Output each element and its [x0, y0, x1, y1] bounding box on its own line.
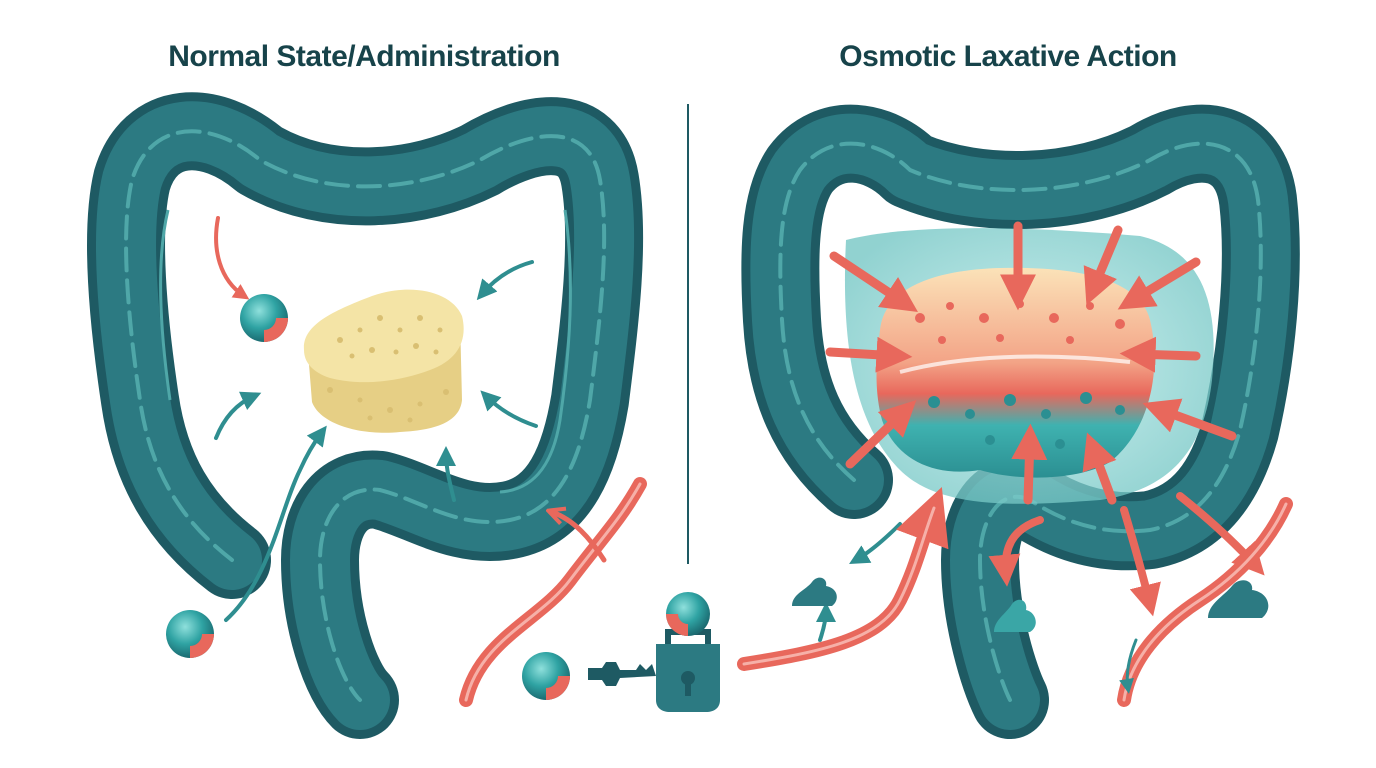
blood-vessel — [459, 477, 647, 707]
left-panel-title: Normal State/Administration — [168, 40, 560, 73]
left-colon — [87, 92, 644, 739]
molecule-icon — [522, 652, 570, 700]
key-icon — [588, 662, 656, 686]
molecule-icon — [240, 294, 288, 342]
right-panel-title: Osmotic Laxative Action — [839, 40, 1177, 73]
molecule-icon — [666, 592, 710, 636]
molecule-icon — [166, 610, 214, 658]
sponge-icon — [303, 289, 464, 433]
sponge-icon — [876, 267, 1155, 478]
water-influx-arrows — [825, 221, 1237, 505]
stool-icon — [792, 577, 837, 606]
stool-icon — [994, 599, 1036, 632]
stool-icon — [1208, 580, 1269, 618]
blood-vessel — [737, 487, 1293, 707]
left-arrows — [214, 216, 538, 622]
lock-icon — [656, 629, 720, 712]
